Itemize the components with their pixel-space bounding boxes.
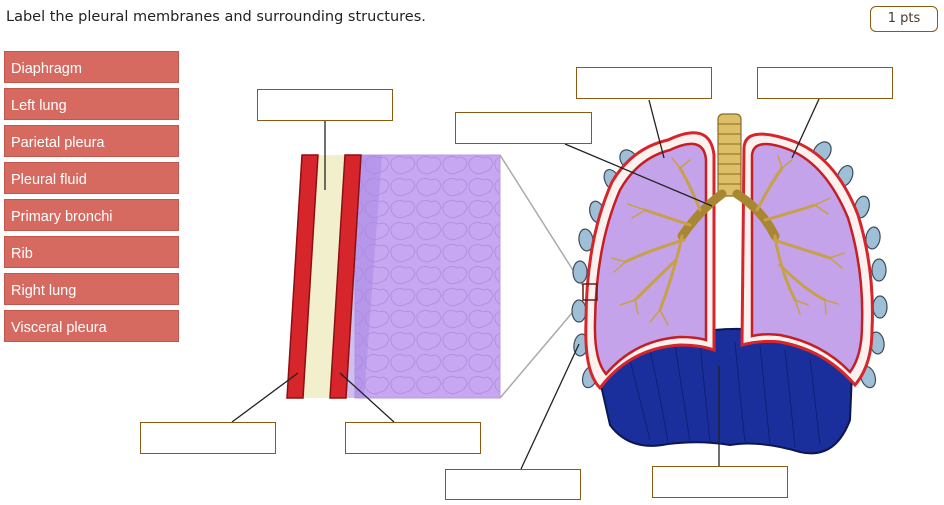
- rib: [572, 260, 588, 284]
- label-tile-left-lung[interactable]: Left lung: [4, 88, 179, 120]
- lung-tissue-texture: [355, 155, 500, 398]
- left-lung: [750, 142, 864, 374]
- right-lung: [593, 142, 708, 376]
- label-tile-primary-bronchi[interactable]: Primary bronchi: [4, 199, 179, 231]
- rib: [872, 295, 888, 319]
- drop-zone-rib[interactable]: [445, 469, 581, 500]
- drop-zone-inset-bottom-left[interactable]: [140, 422, 276, 454]
- parietal-pleura-band: [286, 154, 319, 399]
- label-tile-rib[interactable]: Rib: [4, 236, 179, 268]
- drop-zone-right-lung[interactable]: [576, 67, 712, 99]
- zoom-line-top: [499, 154, 584, 287]
- leader-right-lung: [648, 99, 665, 159]
- label-tile-right-lung[interactable]: Right lung: [4, 273, 179, 305]
- label-tile-pleural-fluid[interactable]: Pleural fluid: [4, 162, 179, 194]
- drop-zone-inset-bottom-right[interactable]: [345, 422, 481, 454]
- rib: [865, 226, 881, 250]
- zoom-marker: [582, 283, 598, 301]
- rib: [871, 258, 887, 282]
- right-primary-bronchus: [677, 189, 727, 241]
- leader-rib: [520, 343, 580, 470]
- label-tile-visceral-pleura[interactable]: Visceral pleura: [4, 310, 179, 342]
- zoom-line-bottom: [499, 299, 584, 399]
- rib: [571, 299, 587, 323]
- label-tile-parietal-pleura[interactable]: Parietal pleura: [4, 125, 179, 157]
- drop-zone-left-lung[interactable]: [757, 67, 893, 99]
- diaphragm-fibers: [629, 341, 821, 449]
- inset-tissue: [286, 154, 501, 399]
- leader-lines: [231, 98, 820, 470]
- leader-inset-bottom-right: [339, 372, 395, 423]
- drop-zone-bronchi[interactable]: [455, 112, 592, 144]
- drop-zone-diaphragm[interactable]: [652, 466, 788, 498]
- points-badge: 1 pts: [870, 6, 938, 32]
- visceral-pleura-band: [329, 154, 362, 399]
- label-tile-diaphragm[interactable]: Diaphragm: [4, 51, 179, 83]
- bronchial-tree: [611, 113, 845, 326]
- leader-bronchi: [564, 143, 713, 207]
- left-primary-bronchus: [732, 189, 780, 241]
- drop-zone-inset-top[interactable]: [257, 89, 393, 121]
- leader-left-lung: [791, 98, 820, 159]
- leader-inset-bottom-left: [231, 372, 299, 423]
- question-prompt: Label the pleural membranes and surround…: [6, 9, 426, 25]
